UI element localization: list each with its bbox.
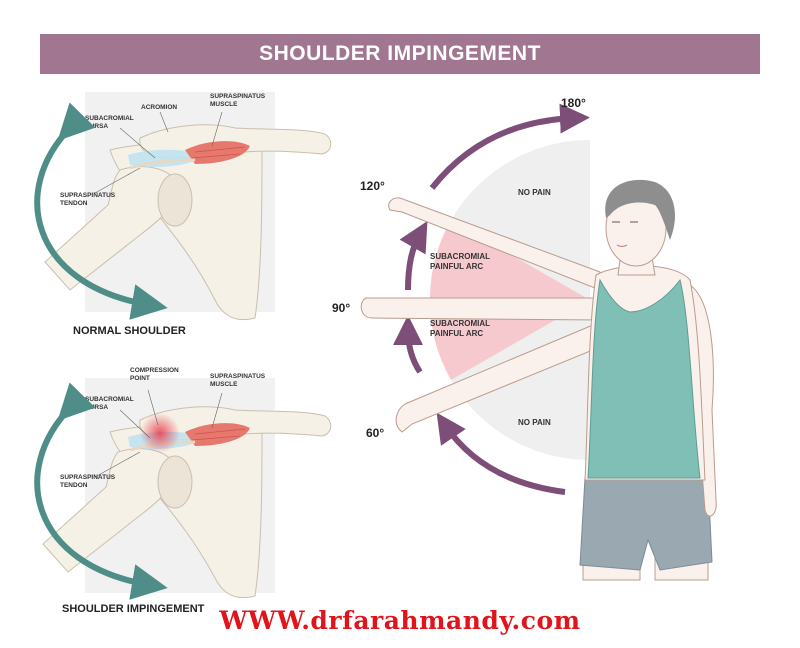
pointer-impingement-muscle xyxy=(211,392,223,429)
label-impingement-bursa-2: BURSA xyxy=(85,404,108,411)
hair xyxy=(605,179,675,240)
arc-arrow-start-to-60 xyxy=(436,412,566,495)
zone-painful-upper-1: SUBACROMIAL xyxy=(430,252,490,261)
degree-60: 60° xyxy=(366,426,384,440)
range-of-motion: 180° 120° 90° 60° NO PAIN NO PAIN SUBACR… xyxy=(332,96,590,495)
label-impingement-muscle-1: SUPRASPINATUS xyxy=(210,373,266,380)
label-compression-2: POINT xyxy=(130,375,150,382)
label-normal-bursa-1: SUBACROMIAL xyxy=(85,115,134,122)
compression-point-glow xyxy=(140,413,180,453)
label-normal-muscle-2: MUSCLE xyxy=(210,101,238,108)
impingement-supraspinatus-muscle xyxy=(185,423,250,446)
painful-arc-upper xyxy=(429,220,590,300)
degree-120: 120° xyxy=(360,179,385,193)
page-title: SHOULDER IMPINGEMENT xyxy=(259,42,541,65)
tank-top xyxy=(587,278,701,479)
arm-at-120 xyxy=(388,197,601,291)
arm-at-90 xyxy=(360,297,601,321)
degree-180: 180° xyxy=(561,96,586,110)
normal-range-arrow xyxy=(34,102,168,320)
impingement-glenoid xyxy=(157,455,193,509)
zone-painful-upper-2: PAINFUL ARC xyxy=(430,262,483,271)
arc-arrow-120-to-180 xyxy=(429,103,590,190)
label-normal-bursa-2: BURSA xyxy=(85,123,108,130)
degree-90: 90° xyxy=(332,301,350,315)
website-watermark: WWW.drfarahmandy.com xyxy=(219,606,581,635)
normal-glenoid xyxy=(157,173,193,227)
impingement-panel: COMPRESSION POINT SUBACROMIAL BURSA SUPR… xyxy=(34,367,332,615)
normal-shoulder-panel: SUBACROMIAL BURSA ACROMION SUPRASPINATUS… xyxy=(34,92,332,337)
zone-no-pain-bottom: NO PAIN xyxy=(518,418,551,427)
zone-no-pain-top: NO PAIN xyxy=(518,188,551,197)
mouth xyxy=(616,244,628,248)
pointer-normal-muscle xyxy=(211,111,223,147)
zone-painful-lower-2: PAINFUL ARC xyxy=(430,329,483,338)
label-impingement-muscle-2: MUSCLE xyxy=(210,381,238,388)
caption-normal-shoulder: NORMAL SHOULDER xyxy=(73,325,186,337)
normal-supraspinatus-muscle xyxy=(185,141,250,164)
arc-arrow-60-to-90 xyxy=(393,315,424,374)
caption-shoulder-impingement: SHOULDER IMPINGEMENT xyxy=(62,603,205,615)
label-impingement-tendon-2: TENDON xyxy=(60,482,88,489)
label-normal-tendon-2: TENDON xyxy=(60,200,88,207)
impingement-muscle-fibers xyxy=(191,428,246,441)
label-normal-muscle-1: SUPRASPINATUS xyxy=(210,93,266,100)
human-figure xyxy=(360,179,717,581)
label-compression-1: COMPRESSION xyxy=(130,367,179,374)
label-normal-tendon-1: SUPRASPINATUS xyxy=(60,192,116,199)
label-impingement-tendon-1: SUPRASPINATUS xyxy=(60,474,116,481)
label-impingement-bursa-1: SUBACROMIAL xyxy=(85,396,134,403)
zone-painful-lower-1: SUBACROMIAL xyxy=(430,319,490,328)
normal-muscle-fibers xyxy=(191,146,246,159)
arm-at-60 xyxy=(395,321,606,433)
label-normal-acromion: ACROMION xyxy=(141,104,177,111)
shorts xyxy=(579,477,713,571)
impingement-range-arrow xyxy=(34,382,168,600)
title-bar: SHOULDER IMPINGEMENT xyxy=(40,34,760,74)
arc-arrow-90-to-120 xyxy=(399,220,428,291)
